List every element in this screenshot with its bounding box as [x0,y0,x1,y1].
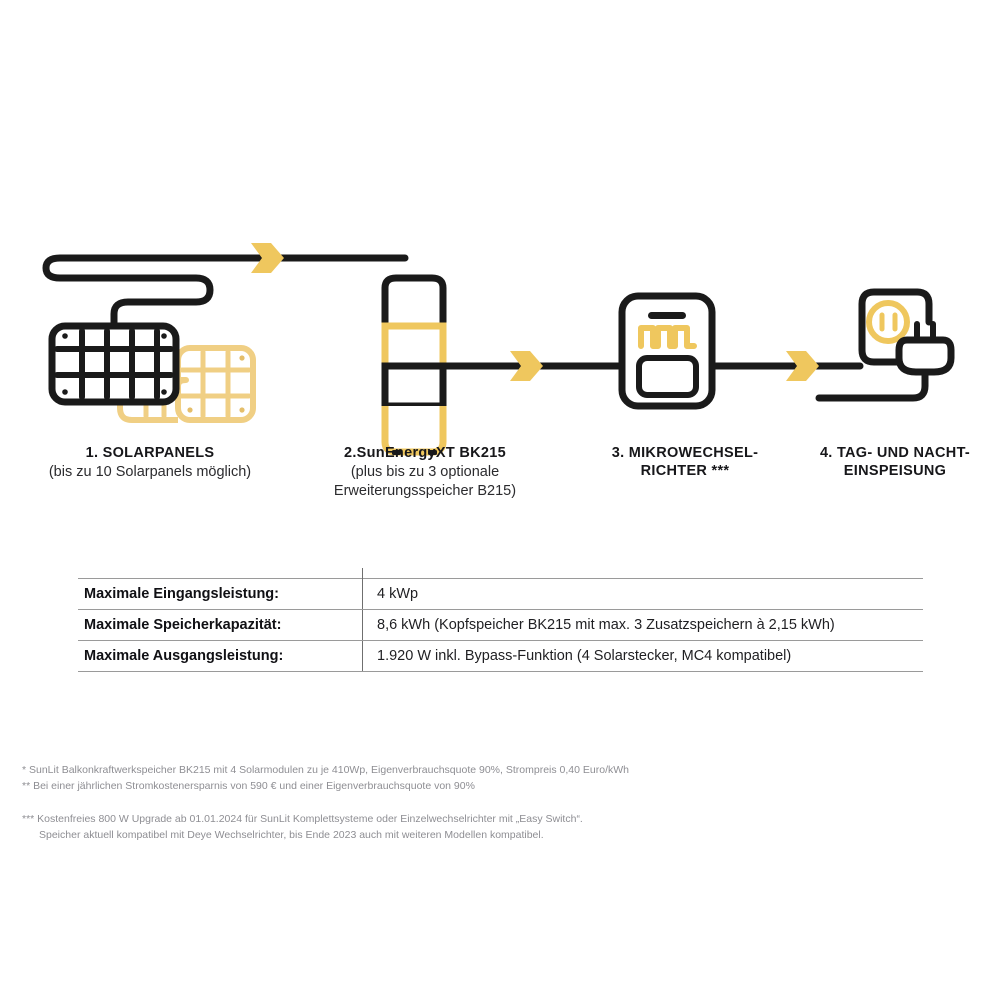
caption-step-4-title: 4. TAG- UND NACHT- EINSPEISUNG [819,445,971,480]
caption-step-1-subtitle: (bis zu 10 Solarpanels möglich) [48,464,252,481]
spec-value: 4 kWp [362,578,923,610]
power-socket-plug-icon [815,288,955,402]
specification-table: Maximale Eingangsleistung: 4 kWp Maximal… [78,578,923,672]
caption-step-2-subtitle: (plus bis zu 3 optionale Erweiterungsspe… [333,464,517,499]
caption-step-1-title: 1. SOLARPANELS [85,445,215,461]
footnotes: * SunLit Balkonkraftwerkspeicher BK215 m… [22,762,962,860]
caption-step-3-title: 3. MIKROWECHSEL- RICHTER *** [611,445,759,480]
solar-panel-icon [48,322,180,406]
cable-panel-to-battery [42,254,409,330]
spec-value: 1.920 W inkl. Bypass-Funktion (4 Solarst… [362,640,923,672]
footnote-1: * SunLit Balkonkraftwerkspeicher BK215 m… [22,764,629,776]
caption-step-3: 3. MIKROWECHSEL- RICHTER *** [555,444,815,482]
energy-flow-diagram [0,200,1000,510]
caption-step-2: 2.SunEnergyXT BK215 (plus bis zu 3 optio… [275,444,575,500]
microinverter-icon [618,292,716,410]
spec-label: Maximale Eingangsleistung: [78,578,363,610]
flow-arrow-1-icon [251,243,284,273]
caption-step-2-title: 2.SunEnergyXT BK215 [343,445,507,461]
caption-step-1: 1. SOLARPANELS (bis zu 10 Solarpanels mö… [0,444,300,482]
table-row: Maximale Eingangsleistung: 4 kWp [78,578,923,610]
flow-arrow-2-icon [510,351,543,381]
table-row: Maximale Ausgangsleistung: 1.920 W inkl.… [78,640,923,672]
spec-value: 8,6 kWh (Kopfspeicher BK215 mit max. 3 Z… [362,609,923,641]
spec-label: Maximale Ausgangsleistung: [78,640,363,672]
footnote-3: *** Kostenfreies 800 W Upgrade ab 01.01.… [22,795,962,860]
battery-stack-icon [381,274,447,456]
step-captions: 1. SOLARPANELS (bis zu 10 Solarpanels mö… [0,440,1000,550]
table-row: Maximale Speicherkapazität: 8,6 kWh (Kop… [78,609,923,641]
spec-label: Maximale Speicherkapazität: [78,609,363,641]
footnote-3-line-1: *** Kostenfreies 800 W Upgrade ab 01.01.… [22,812,583,825]
table-column-divider-stem [362,568,363,580]
footnote-2: ** Bei einer jährlichen Stromkostenerspa… [22,780,475,793]
caption-step-4: 4. TAG- UND NACHT- EINSPEISUNG [790,444,1000,482]
flow-arrow-3-icon [786,351,819,381]
footnote-3-line-2: Speicher aktuell kompatibel mit Deye Wec… [39,829,544,842]
